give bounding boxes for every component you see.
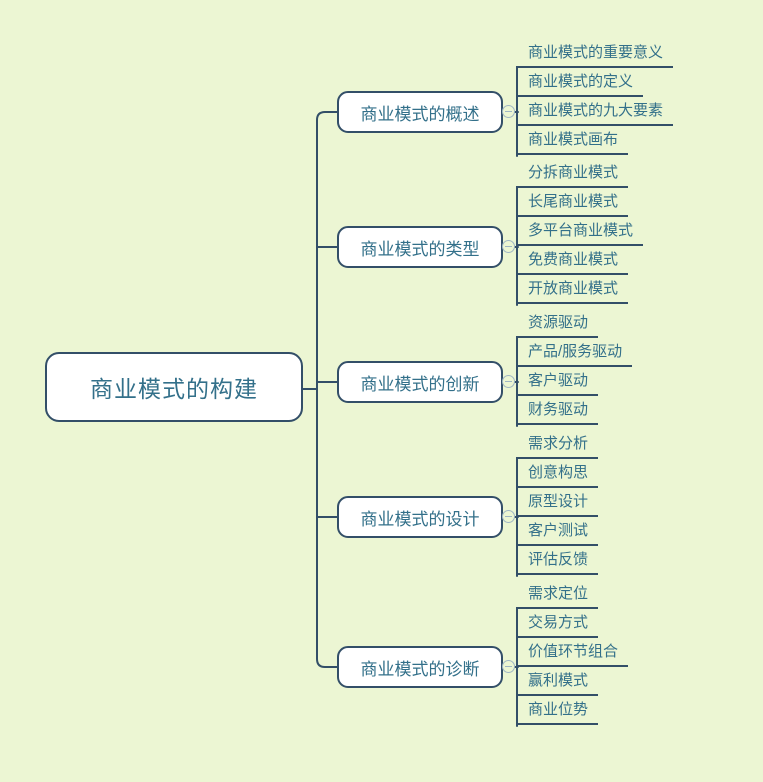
child-node[interactable]: 资源驱动 xyxy=(516,312,599,338)
child-node[interactable]: 商业模式的九大要素 xyxy=(516,100,674,126)
child-node[interactable]: 价值环节组合 xyxy=(516,641,629,667)
child-node[interactable]: 商业模式的重要意义 xyxy=(516,42,674,68)
collapse-button-diagnosis[interactable] xyxy=(502,660,515,673)
child-node[interactable]: 产品/服务驱动 xyxy=(516,341,633,367)
root-node[interactable]: 商业模式的构建 xyxy=(45,352,303,422)
minus-icon xyxy=(505,380,512,383)
collapse-button-design[interactable] xyxy=(502,510,515,523)
child-node[interactable]: 评估反馈 xyxy=(516,549,599,575)
minus-icon xyxy=(505,515,512,518)
collapse-button-overview[interactable] xyxy=(502,105,515,118)
branch-node-innovation[interactable]: 商业模式的创新 xyxy=(337,361,503,403)
branch-node-design[interactable]: 商业模式的设计 xyxy=(337,496,503,538)
child-node[interactable]: 客户测试 xyxy=(516,520,599,546)
trunk-line xyxy=(316,111,338,668)
child-node[interactable]: 交易方式 xyxy=(516,612,599,638)
branch-node-diagnosis[interactable]: 商业模式的诊断 xyxy=(337,646,503,688)
child-node[interactable]: 长尾商业模式 xyxy=(516,191,629,217)
child-node[interactable]: 赢利模式 xyxy=(516,670,599,696)
collapse-button-innovation[interactable] xyxy=(502,375,515,388)
child-node[interactable]: 需求分析 xyxy=(516,433,599,459)
child-node[interactable]: 商业模式画布 xyxy=(516,129,629,155)
branch-node-types[interactable]: 商业模式的类型 xyxy=(337,226,503,268)
child-node[interactable]: 多平台商业模式 xyxy=(516,220,644,246)
child-node[interactable]: 商业模式的定义 xyxy=(516,71,644,97)
child-node[interactable]: 财务驱动 xyxy=(516,399,599,425)
child-node[interactable]: 免费商业模式 xyxy=(516,249,629,275)
minus-icon xyxy=(505,665,512,668)
child-node[interactable]: 开放商业模式 xyxy=(516,278,629,304)
child-node[interactable]: 客户驱动 xyxy=(516,370,599,396)
collapse-button-types[interactable] xyxy=(502,240,515,253)
minus-icon xyxy=(505,110,512,113)
child-node[interactable]: 需求定位 xyxy=(516,583,599,609)
child-node[interactable]: 创意构思 xyxy=(516,462,599,488)
minus-icon xyxy=(505,245,512,248)
branch-node-overview[interactable]: 商业模式的概述 xyxy=(337,91,503,133)
child-node[interactable]: 分拆商业模式 xyxy=(516,162,629,188)
child-node[interactable]: 商业位势 xyxy=(516,699,599,725)
child-node[interactable]: 原型设计 xyxy=(516,491,599,517)
